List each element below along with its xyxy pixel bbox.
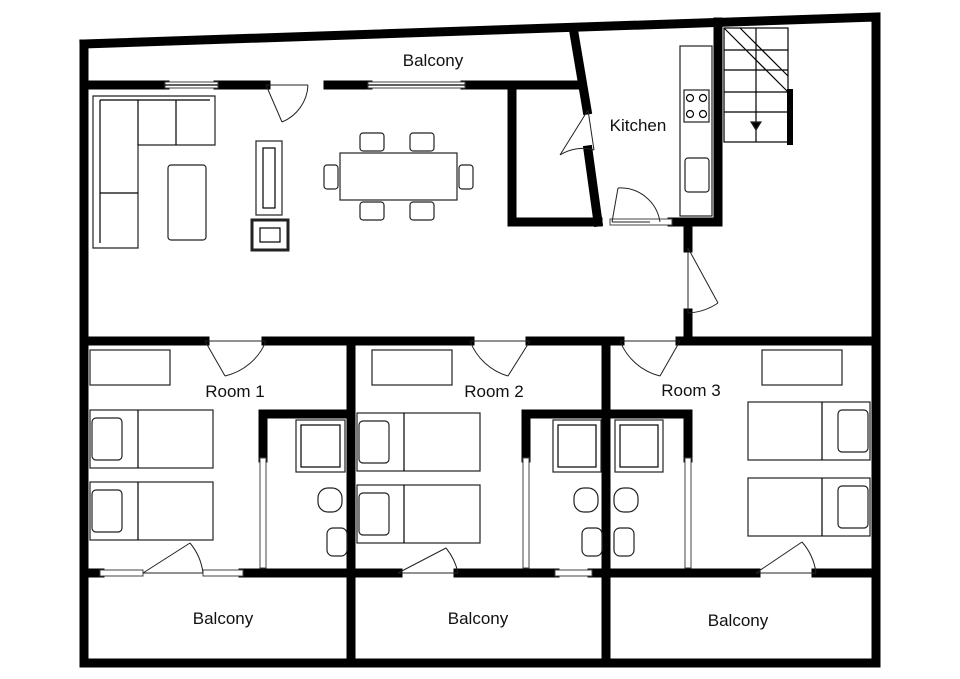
stairs	[723, 27, 793, 145]
label-balcony-2: Balcony	[448, 609, 509, 628]
room3-furniture	[613, 349, 871, 557]
label-balcony-top: Balcony	[403, 51, 464, 70]
coffee-table	[167, 164, 207, 241]
label-balcony-1: Balcony	[193, 609, 254, 628]
tv-stand	[250, 140, 290, 252]
sofa	[92, 95, 216, 249]
room1-furniture	[89, 349, 348, 557]
room2-furniture	[356, 349, 603, 557]
label-kitchen: Kitchen	[610, 116, 667, 135]
outer-walls	[79, 12, 881, 668]
doors	[142, 84, 817, 574]
dining-table	[323, 132, 474, 221]
label-balcony-3: Balcony	[708, 611, 769, 630]
label-room1: Room 1	[205, 382, 265, 401]
label-room2: Room 2	[464, 382, 524, 401]
interior-walls	[79, 17, 881, 668]
kitchen-counter	[679, 45, 713, 217]
label-room3: Room 3	[661, 381, 721, 400]
